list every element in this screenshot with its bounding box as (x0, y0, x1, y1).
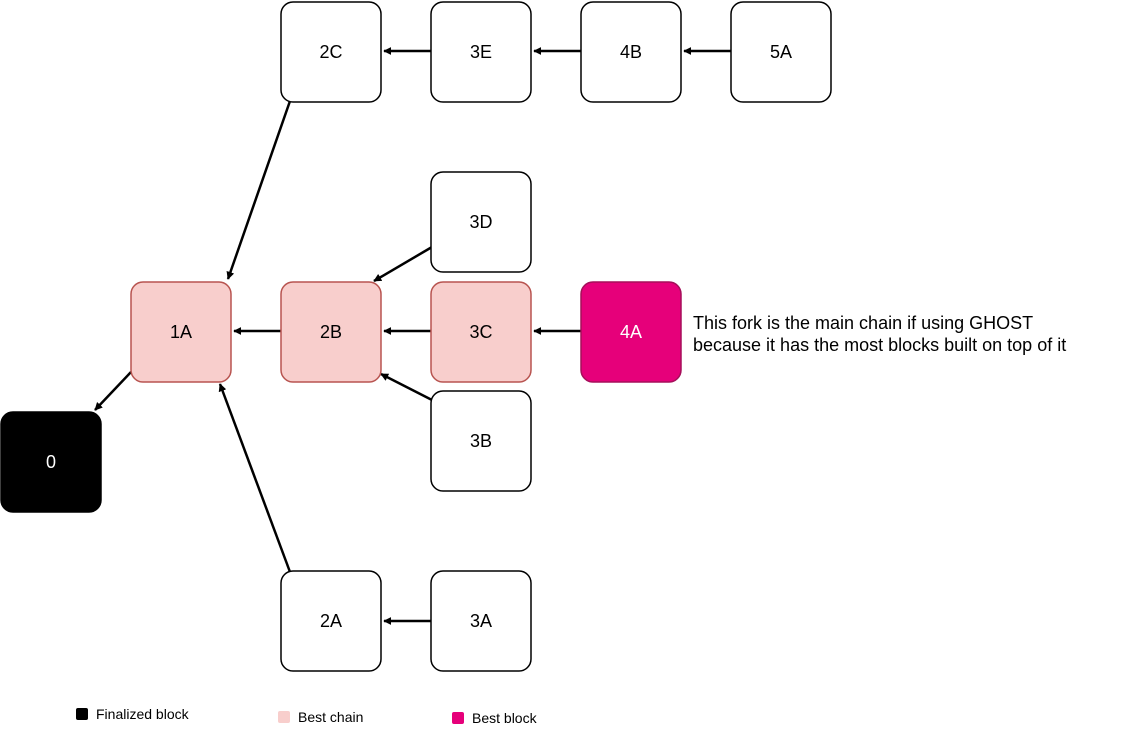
block-label: 2C (319, 42, 342, 62)
block-1a: 1A (130, 281, 232, 383)
annotation-line-2: because it has the most blocks built on … (693, 335, 1067, 355)
legend-label: Finalized block (96, 706, 189, 722)
block-3b: 3B (430, 390, 532, 492)
ghost-annotation: This fork is the main chain if using GHO… (693, 312, 1123, 356)
block-label: 0 (46, 452, 56, 472)
block-2c: 2C (280, 1, 382, 103)
edge-3d-to-2b (373, 245, 433, 283)
block-2b: 2B (280, 281, 382, 383)
block-label: 3D (469, 212, 492, 232)
legend-label: Best chain (298, 709, 364, 725)
block-label: 1A (170, 322, 192, 342)
annotation-line-1: This fork is the main chain if using GHO… (693, 313, 1034, 333)
block-4a: 4A (580, 281, 682, 383)
edge-2c-to-1a (226, 100, 292, 280)
block-label: 4A (620, 322, 642, 342)
block-3a: 3A (430, 570, 532, 672)
legend-label: Best block (472, 710, 537, 726)
block-label: 3B (470, 431, 492, 451)
legend-best-block: Best block (452, 710, 537, 726)
block-3c: 3C (430, 281, 532, 383)
block-label: 3C (469, 322, 492, 342)
block-5a: 5A (730, 1, 832, 103)
edges (94, 47, 731, 625)
finalized-swatch (76, 708, 88, 720)
block-label: 3A (470, 611, 492, 631)
block-label: 4B (620, 42, 642, 62)
block-0: 0 (0, 411, 102, 513)
legend-finalized: Finalized block (76, 706, 189, 722)
best-chain-swatch (278, 711, 290, 723)
block-3d: 3D (430, 171, 532, 273)
block-label: 2B (320, 322, 342, 342)
edge-1a-to-0 (94, 371, 132, 411)
edge-3b-to-2b (380, 372, 433, 402)
block-3e: 3E (430, 1, 532, 103)
block-2a: 2A (280, 570, 382, 672)
block-label: 2A (320, 611, 342, 631)
block-4b: 4B (580, 1, 682, 103)
legend-best-chain: Best chain (278, 709, 363, 725)
best-block-swatch (452, 712, 464, 724)
block-label: 3E (470, 42, 492, 62)
block-label: 5A (770, 42, 792, 62)
edge-2a-to-1a (218, 383, 292, 573)
